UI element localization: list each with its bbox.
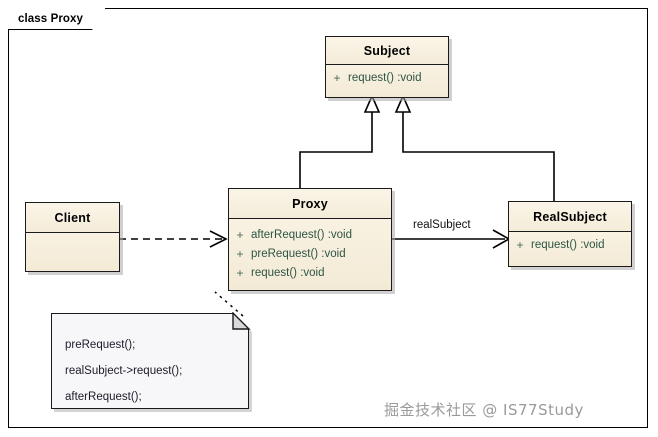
member-signature: request() :void: [531, 238, 605, 251]
class-box-subject[interactable]: Subject + request() :void: [325, 36, 449, 98]
class-box-proxy[interactable]: Proxy + afterRequest() :void + preReques…: [228, 188, 392, 291]
note-line: realSubject->request();: [65, 365, 183, 377]
note-box[interactable]: preRequest(); realSubject->request(); af…: [51, 313, 249, 409]
note-content: preRequest(); realSubject->request(); af…: [52, 314, 248, 408]
class-member: + preRequest() :void: [229, 244, 391, 263]
member-signature: request() :void: [251, 266, 325, 279]
class-box-realsubject[interactable]: RealSubject + request() :void: [508, 201, 632, 267]
class-header-client: Client: [26, 203, 119, 233]
watermark-text: 掘金技术社区 @ IS77Study: [384, 401, 584, 419]
visibility-marker: +: [236, 227, 244, 242]
note-fold-icon: [232, 312, 251, 330]
class-name-client: Client: [54, 210, 91, 225]
class-box-client[interactable]: Client: [25, 202, 120, 272]
class-member: + request() :void: [326, 69, 448, 86]
class-name-proxy: Proxy: [292, 196, 328, 211]
member-signature: afterRequest() :void: [251, 228, 352, 241]
diagram-frame: [8, 8, 648, 428]
class-member: + afterRequest() :void: [229, 225, 391, 244]
class-members-realsubject: + request() :void: [509, 232, 631, 266]
class-members-subject: + request() :void: [326, 65, 448, 97]
visibility-marker: +: [236, 246, 244, 261]
class-name-subject: Subject: [363, 43, 411, 58]
class-member: + request() :void: [229, 263, 391, 282]
visibility-marker: +: [236, 265, 244, 280]
class-header-proxy: Proxy: [229, 189, 391, 219]
class-name-realsubject: RealSubject: [533, 209, 607, 224]
visibility-marker: +: [516, 237, 524, 252]
association-label-realsubject: realSubject: [411, 219, 473, 231]
member-signature: request() :void: [348, 71, 422, 84]
class-member: + request() :void: [509, 236, 631, 253]
class-members-proxy: + afterRequest() :void + preRequest() :v…: [229, 219, 391, 290]
frame-title-label: class Proxy: [18, 12, 84, 25]
note-line: preRequest();: [65, 339, 136, 351]
member-signature: preRequest() :void: [251, 247, 346, 260]
visibility-marker: +: [333, 70, 341, 85]
class-header-subject: Subject: [326, 37, 448, 65]
note-line: afterRequest();: [65, 391, 142, 403]
frame-title-tab: class Proxy: [8, 8, 106, 30]
class-header-realsubject: RealSubject: [509, 202, 631, 232]
class-members-client: [26, 233, 119, 271]
